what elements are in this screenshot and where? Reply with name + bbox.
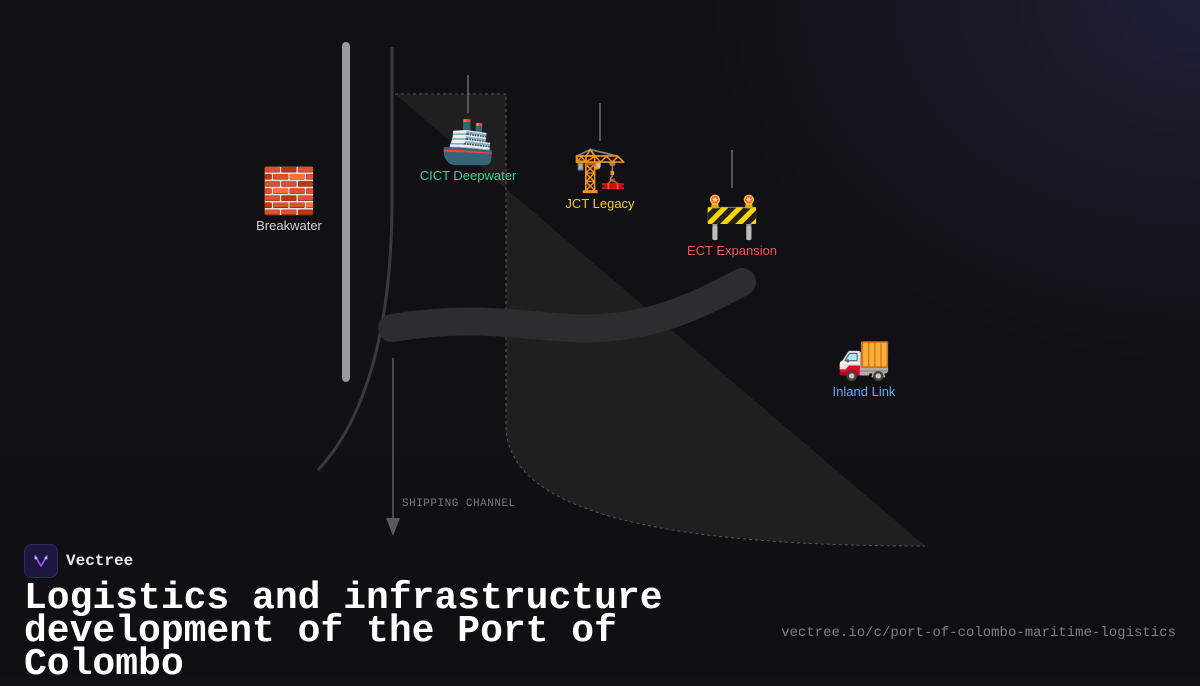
node-label: Breakwater [256,218,322,233]
vectree-logo-icon [24,544,58,578]
node-ect: 🚧 ECT Expansion [686,191,778,259]
node-label: JCT Legacy [565,196,635,211]
crane-icon: 🏗️ [572,144,628,195]
truck-icon: 🚚 [836,332,892,383]
node-inland: 🚚 Inland Link [832,332,896,400]
shipping-channel-arrowhead [386,518,400,536]
page-title: Logistics and infrastructure development… [24,577,663,686]
source-url[interactable]: vectree.io/c/port-of-colombo-maritime-lo… [781,625,1176,641]
shipping-channel-label: SHIPPING CHANNEL [402,498,516,510]
node-label: ECT Expansion [686,243,778,258]
node-label: CICT Deepwater [419,168,517,183]
node-breakwater: 🧱 Breakwater [256,166,322,234]
brick-wall-icon: 🧱 [261,166,317,217]
node-label: Inland Link [832,384,896,399]
inland-road [378,268,756,343]
node-cict: 🚢 CICT Deepwater [419,116,517,184]
node-jct: 🏗️ JCT Legacy [565,144,635,212]
coastline [316,47,394,472]
brand[interactable]: Vectree [24,544,133,578]
brand-name: Vectree [66,552,134,570]
basin-outline [395,93,926,547]
ship-icon: 🚢 [440,116,496,167]
construction-barrier-icon: 🚧 [704,191,760,242]
